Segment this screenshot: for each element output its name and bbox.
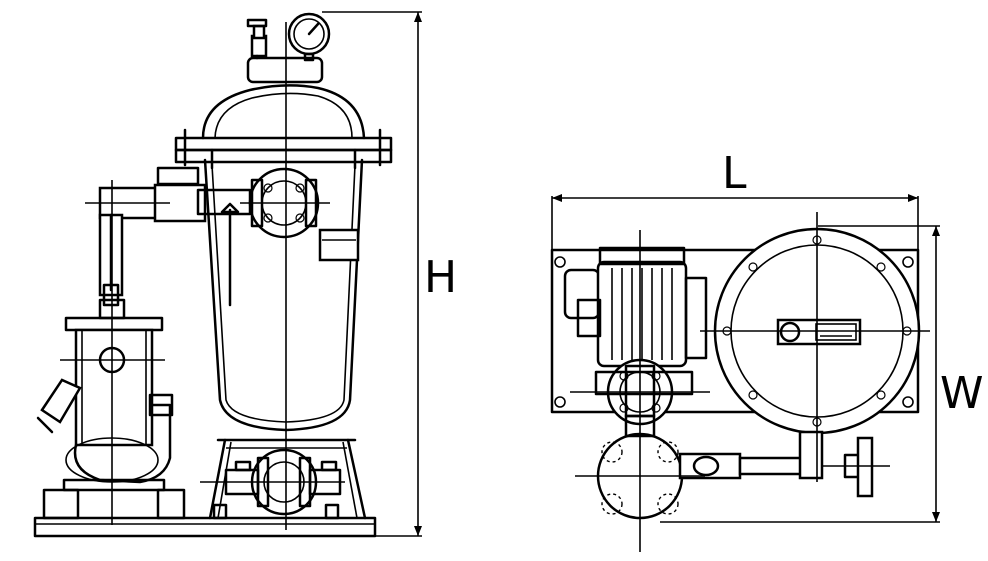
vent-valve-icon: [246, 18, 268, 60]
length-label: L: [722, 148, 747, 199]
plan-view: L W: [550, 148, 984, 552]
length-dimension: [551, 194, 919, 250]
width-label: W: [940, 368, 984, 419]
height-dimension: [322, 11, 422, 537]
base-frame: [33, 438, 377, 538]
pressure-gauge-icon: [287, 12, 331, 62]
pump-motor: [36, 298, 174, 492]
centerlines-front: [60, 22, 345, 530]
motor-body: [563, 246, 708, 368]
connection-pipe: [98, 166, 252, 307]
height-label: H: [424, 252, 457, 303]
front-elevation-view: H: [33, 11, 457, 538]
discharge-pipe: [596, 414, 890, 520]
centerlines-plan: [570, 212, 930, 552]
filter-housing: [174, 56, 393, 432]
width-dimension: [660, 225, 940, 523]
outlet-flange: [212, 448, 342, 520]
